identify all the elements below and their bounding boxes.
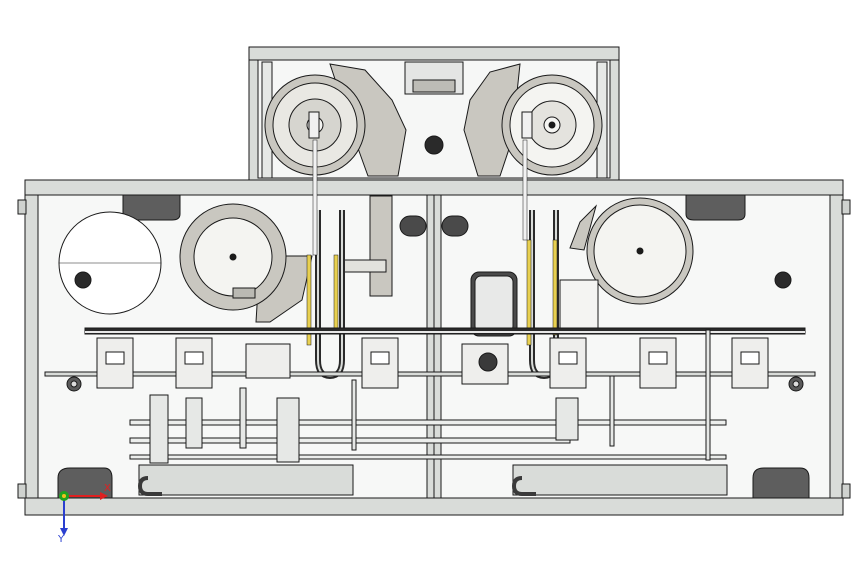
end-rollers [66, 376, 804, 392]
clamp-blocks [96, 279, 769, 389]
bottom-tray-right [511, 464, 728, 496]
bottom-tray-left [137, 464, 354, 496]
vertical-guides [149, 329, 711, 464]
coordinate-triad: X Y [57, 483, 111, 545]
y-axis-label: Y [57, 534, 65, 545]
upper-left-feeder-bowl [264, 63, 407, 177]
lower-right-feeder-bowl [569, 197, 792, 305]
x-axis-label: X [104, 483, 111, 494]
lower-left-feeder-bowl [179, 203, 313, 323]
left-chute [343, 195, 393, 297]
upper-conveyor-rail [44, 327, 816, 377]
left-plain-disc [58, 211, 162, 315]
